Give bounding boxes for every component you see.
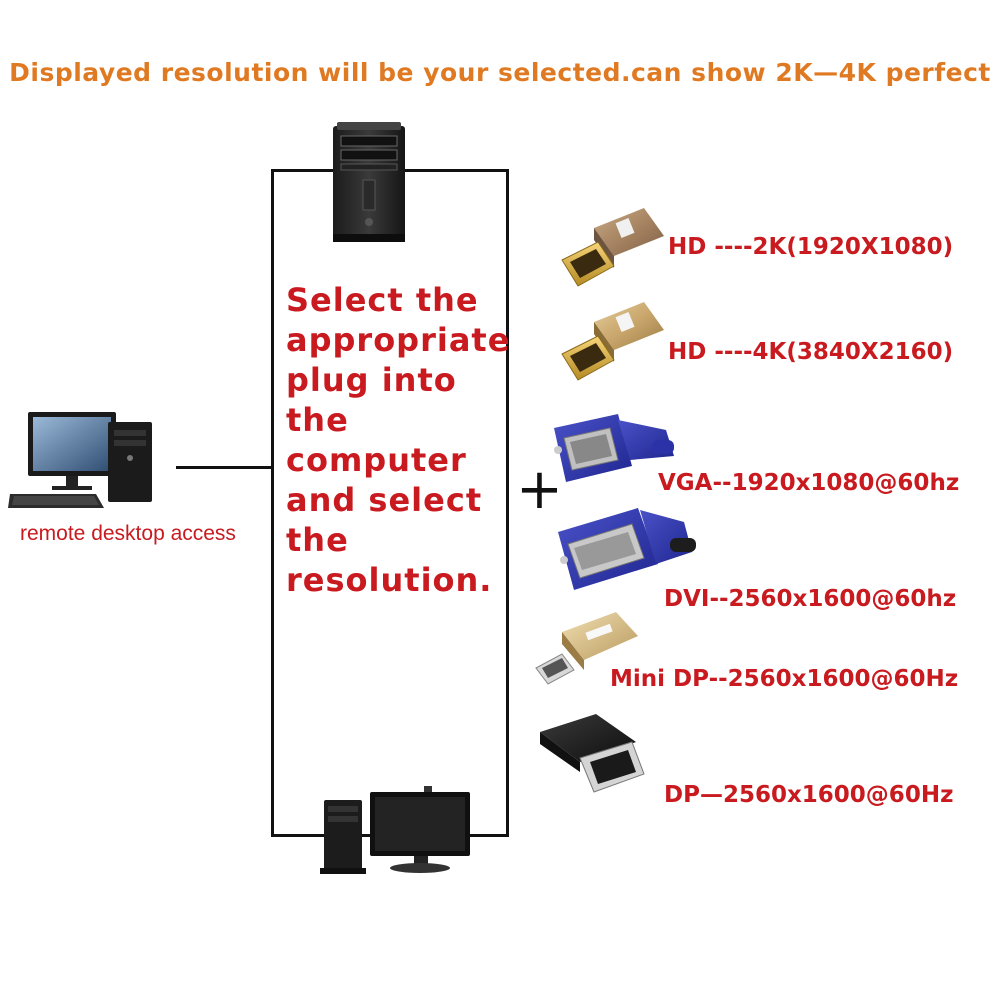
- frame-left-line: [271, 169, 274, 837]
- vga-plug-icon: [554, 414, 674, 482]
- instruction-line: computer: [286, 441, 467, 479]
- instruction-line: Select the: [286, 281, 479, 319]
- hdmi-gold-plug-icon: [561, 302, 664, 381]
- dvi-label: DVI--2560x1600@60hz: [664, 586, 957, 612]
- instruction-line: appropriate: [286, 321, 511, 359]
- hdmi-4k-label: HD ----4K(3840X2160): [668, 339, 954, 365]
- center-instruction-text: Select the appropriate plug into the com…: [286, 280, 516, 600]
- frame-right-line: [506, 169, 509, 837]
- instruction-line: the: [286, 521, 349, 559]
- remote-desktop-label: remote desktop access: [20, 522, 236, 545]
- instruction-line: and select: [286, 481, 483, 519]
- dp-label: DP—2560x1600@60Hz: [664, 782, 954, 808]
- dvi-plug-icon: [558, 508, 696, 590]
- hdmi-2k-label: HD ----2K(1920X1080): [668, 234, 954, 260]
- tower-monitor-icon: [320, 786, 470, 874]
- mini-dp-label: Mini DP--2560x1600@60Hz: [610, 666, 959, 692]
- hdmi-gold-plug-icon: [561, 208, 664, 287]
- link-line: [176, 466, 273, 469]
- headline: Displayed resolution will be your select…: [9, 58, 991, 87]
- plus-symbol: +: [516, 457, 563, 522]
- desktop-computer-icon: [8, 412, 152, 508]
- vga-label: VGA--1920x1080@60hz: [658, 470, 960, 496]
- mini-dp-plug-icon: [535, 612, 638, 685]
- displayport-plug-icon: [540, 714, 645, 793]
- instruction-line: plug into: [286, 361, 457, 399]
- instruction-line: resolution.: [286, 561, 493, 599]
- tower-pc-icon: [333, 122, 405, 242]
- instruction-line: the: [286, 401, 349, 439]
